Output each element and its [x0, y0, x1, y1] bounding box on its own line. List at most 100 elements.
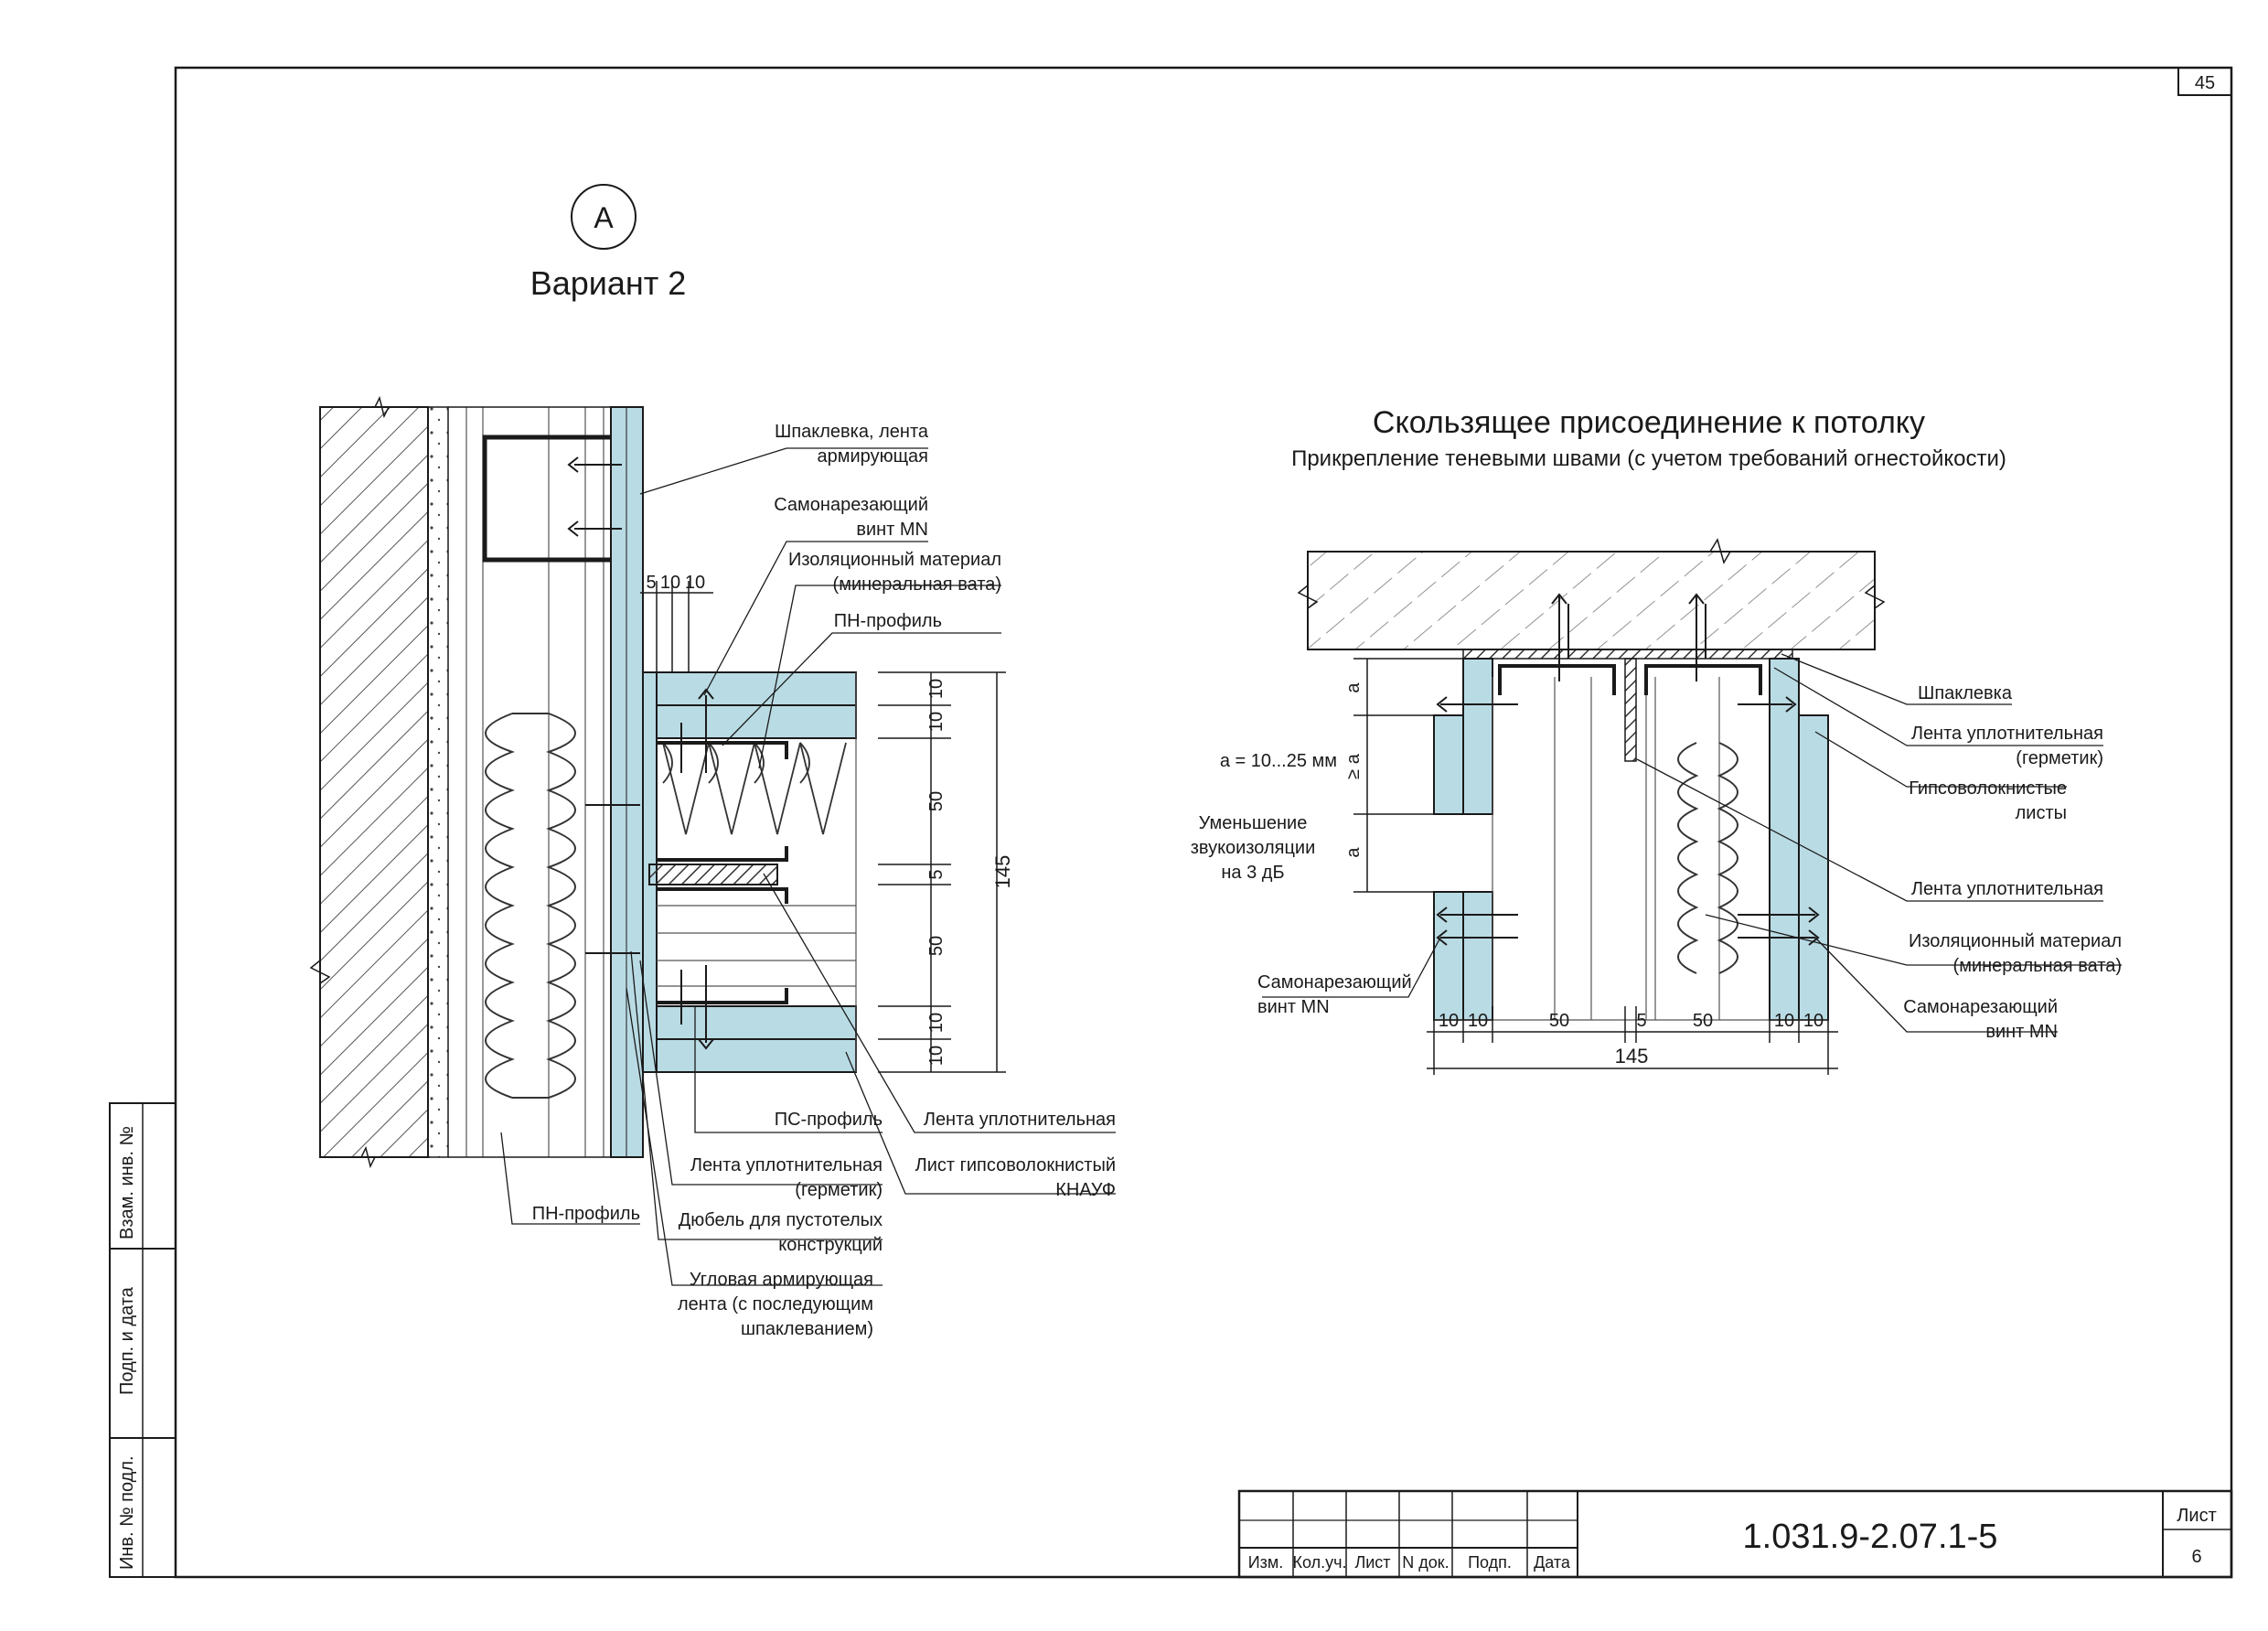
callout-putty-1: Шпаклевка, лента [775, 422, 929, 442]
right-detail-title: Скользящее присоединение к потолку [1373, 405, 1925, 440]
callout-dowel-2: конструкций [778, 1235, 883, 1255]
rcallout-gvl-2: листы [2016, 803, 2067, 823]
rdim-v-a1: a [1343, 682, 1364, 693]
rdim-v-ga: ≥ a [1343, 753, 1364, 779]
note-reduction-3: на 3 дБ [1221, 863, 1284, 883]
page-number: 45 [2195, 73, 2215, 93]
callout-pn-profile-bottom: ПН-профиль [532, 1204, 640, 1224]
right-notes: a = 10...25 мм Уменьшение звукоизоляции … [1191, 751, 1337, 883]
stamp-header-sign: Подп. [1468, 1553, 1512, 1572]
note-reduction-1: Уменьшение [1199, 813, 1308, 833]
rcallout-screw-l-1: Самонарезающий [1257, 972, 1412, 993]
dim-v-4: 5 [926, 869, 947, 879]
stamp-header-date: Дата [1534, 1553, 1571, 1572]
rdim-b-3: 50 [1549, 1011, 1569, 1031]
left-callouts: Шпаклевка, лента армирующая Самонарезающ… [500, 422, 1116, 1339]
callout-screw-1: Самонарезающий [774, 495, 928, 515]
right-callouts: Шпаклевка Лента уплотнительная (герметик… [1257, 653, 2122, 1042]
side-label-replacement: Взам. инв. № [117, 1126, 137, 1239]
dim-v-2: 10 [926, 712, 947, 732]
dim-top-10a: 10 [660, 573, 680, 593]
stamp-header-change: Изм. [1248, 1553, 1284, 1572]
callout-seal-tape: Лента уплотнительная [924, 1110, 1116, 1130]
rcallout-seal-2: (герметик) [2016, 748, 2103, 768]
left-detail-drawing [309, 395, 1006, 1169]
callout-gvl-sheet-2: КНАУФ [1055, 1180, 1116, 1200]
rdim-total: 145 [1615, 1045, 1649, 1068]
sheet-frame: 45 [174, 66, 2233, 1579]
right-board-left-inner-bot [1462, 891, 1493, 1021]
rdim-b-4: 5 [1636, 1011, 1646, 1031]
rcallout-screw-r-2: винт MN [1985, 1022, 2058, 1042]
rcallout-screw-r-1: Самонарезающий [1903, 997, 2058, 1017]
sheet-label: Лист [2177, 1506, 2216, 1526]
right-detail-drawing [1297, 538, 1886, 1075]
callout-sealant-1: Лента уплотнительная [690, 1155, 883, 1175]
stamp-header-count: Кол.уч. [1293, 1553, 1347, 1572]
right-board-right-outer [1798, 714, 1829, 1021]
rcallout-insul-2: (минеральная вата) [1953, 956, 2122, 976]
rcallout-screw-l-2: винт MN [1257, 997, 1330, 1017]
rcallout-seal-1: Лента уплотнительная [1911, 724, 2103, 744]
callout-insulation-1: Изоляционный материал [788, 550, 1001, 570]
rdim-b-1: 10 [1439, 1011, 1459, 1031]
rcallout-tape: Лента уплотнительная [1911, 879, 2103, 899]
dim-total: 145 [991, 855, 1014, 889]
dim-v-3: 50 [926, 791, 947, 811]
stamp-header-doc: N док. [1402, 1553, 1449, 1572]
dim-v-5: 50 [926, 936, 947, 956]
pn-profile-top-shape [482, 435, 611, 563]
callout-gvl-sheet-1: Лист гипсоволокнистый [915, 1155, 1116, 1175]
dim-top-10b: 10 [685, 573, 705, 593]
right-board-left-outer-bot [1433, 891, 1464, 1021]
side-stamp: Взам. инв. № Подп. и дата Инв. № подл. [109, 1102, 177, 1578]
left-detail-title: Вариант 2 [530, 264, 687, 302]
right-detail-subtitle: Прикрепление теневыми швами (с учетом тр… [1291, 446, 2006, 471]
rdim-v-a2: a [1343, 847, 1364, 858]
rcallout-gvl-1: Гипсоволокнистые [1909, 778, 2067, 799]
stamp-header-sheet: Лист [1354, 1553, 1390, 1572]
side-label-signature: Подп. и дата [117, 1286, 137, 1395]
note-a-range: a = 10...25 мм [1220, 751, 1337, 771]
callout-putty-2: армирующая [818, 446, 928, 467]
callout-ps-profile: ПС-профиль [775, 1110, 883, 1130]
right-board-right-inner [1769, 658, 1800, 1021]
rdim-b-5: 50 [1693, 1011, 1713, 1031]
side-label-inventory: Инв. № подл. [117, 1455, 137, 1570]
callout-corner-tape-2: лента (с последующим [678, 1294, 873, 1314]
title-block: Изм. Кол.уч. Лист N док. Подп. Дата 1.03… [1237, 1489, 2233, 1579]
sheet-number: 6 [2191, 1547, 2201, 1567]
right-dimensions: a ≥ a a 10 10 50 5 50 10 10 145 [1343, 682, 1824, 1068]
left-detail-header: A Вариант 2 [530, 184, 687, 302]
dim-top-5: 5 [646, 573, 656, 593]
callout-dowel-1: Дюбель для пустотелых [679, 1210, 883, 1230]
dim-v-7: 10 [926, 1046, 947, 1066]
rdim-b-7: 10 [1803, 1011, 1824, 1031]
mineral-wool-left [485, 713, 576, 1099]
dim-v-1: 10 [926, 679, 947, 699]
callout-corner-tape-3: шпаклеванием) [741, 1319, 873, 1339]
right-detail-header: Скользящее присоединение к потолку Прикр… [1291, 405, 2006, 471]
middle-sealing-tape [648, 864, 778, 885]
right-board-left-outer-top [1433, 714, 1464, 815]
detail-marker: A [594, 201, 614, 234]
rdim-b-2: 10 [1468, 1011, 1488, 1031]
callout-screw-2: винт MN [856, 520, 928, 540]
callout-pn-profile: ПН-профиль [834, 611, 942, 631]
right-board-left-inner-top [1462, 658, 1493, 815]
plaster-layer [427, 406, 449, 1158]
document-code: 1.031.9-2.07.1-5 [1743, 1518, 1998, 1556]
dim-v-6: 10 [926, 1013, 947, 1033]
masonry-wall [319, 406, 429, 1158]
callout-corner-tape-1: Угловая армирующая [690, 1270, 873, 1290]
detail-marker-circle [571, 184, 637, 250]
callout-insulation-2: (минеральная вата) [833, 574, 1001, 595]
rcallout-insul-1: Изоляционный материал [1909, 931, 2122, 951]
partition-board-bottom-2 [656, 1038, 857, 1073]
left-dimensions: 5 10 10 10 10 50 5 50 10 10 145 [646, 573, 1014, 1066]
note-reduction-2: звукоизоляции [1191, 838, 1316, 858]
partition-board-top-1 [656, 671, 857, 706]
rcallout-putty: Шпаклевка [1918, 683, 2013, 703]
rdim-b-6: 10 [1774, 1011, 1794, 1031]
